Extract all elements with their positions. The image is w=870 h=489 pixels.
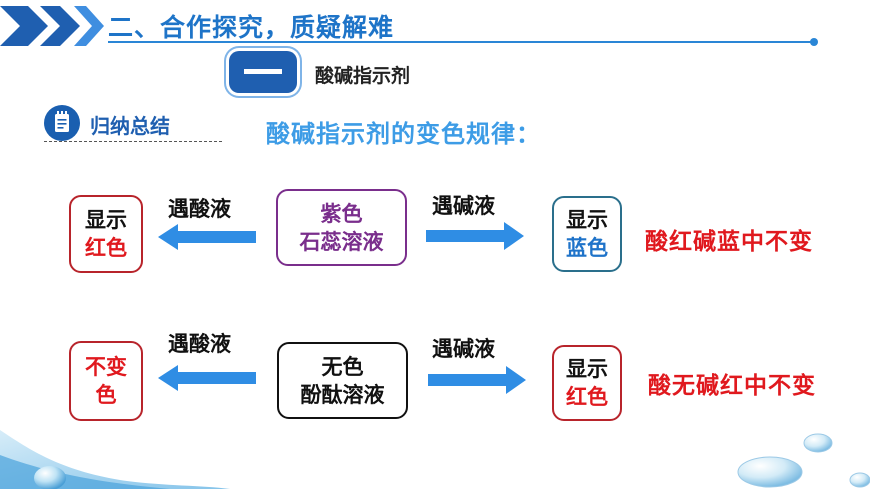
section-number-glyph: [244, 69, 282, 74]
phenol-base-result-line1: 显示: [566, 357, 608, 381]
phenol-base-result-box: 显示 红色: [552, 345, 622, 421]
right-arrow-icon: [428, 366, 526, 394]
phenol-rule: 酸无碱红中不变: [648, 373, 816, 399]
phenol-base-arrow-label: 遇碱液: [432, 337, 495, 361]
litmus-solution-box: 紫色 石蕊溶液: [276, 189, 407, 266]
phenol-acid-result-line2: 色: [95, 383, 117, 407]
litmus-base-result-line2: 蓝色: [566, 236, 608, 260]
litmus-solution-line2: 石蕊溶液: [299, 229, 384, 254]
litmus-base-result-line1: 显示: [566, 208, 608, 232]
page-title: 二、合作探究，质疑解难: [108, 13, 395, 42]
phenol-acid-result-line1: 不变: [85, 355, 127, 379]
phenol-solution-box: 无色 酚酞溶液: [277, 342, 408, 419]
litmus-solution-line1: 紫色: [320, 201, 363, 226]
water-drop-decoration: [737, 433, 870, 488]
phenol-base-result-line2: 红色: [566, 385, 608, 409]
left-arrow-icon: [158, 224, 256, 250]
left-arrow-icon: [158, 365, 256, 391]
section-title: 酸碱指示剂: [315, 65, 411, 87]
header-chevron-icon: [0, 6, 104, 46]
phenol-solution-line2: 酚酞溶液: [300, 382, 385, 407]
litmus-base-result-box: 显示 蓝色: [552, 196, 622, 272]
litmus-rule: 酸红碱蓝中不变: [645, 229, 813, 255]
litmus-acid-arrow-label: 遇酸液: [168, 197, 231, 221]
litmus-acid-result-line2: 红色: [85, 236, 127, 260]
summary-heading: 归纳总结: [90, 114, 170, 138]
notepad-icon: [44, 105, 80, 141]
litmus-acid-result-line1: 显示: [85, 208, 127, 232]
summary-underline: [44, 141, 222, 142]
water-wave-decoration: [0, 430, 230, 489]
litmus-base-arrow-label: 遇碱液: [432, 194, 495, 218]
litmus-acid-result-box: 显示 红色: [69, 195, 143, 273]
phenol-solution-line1: 无色: [321, 354, 364, 379]
header-divider-dot: [810, 38, 818, 46]
rule-heading: 酸碱指示剂的变色规律：: [266, 120, 541, 148]
header-divider: [108, 41, 813, 43]
right-arrow-icon: [426, 222, 524, 250]
phenol-acid-arrow-label: 遇酸液: [168, 332, 231, 356]
phenol-acid-result-box: 不变 色: [69, 341, 143, 421]
